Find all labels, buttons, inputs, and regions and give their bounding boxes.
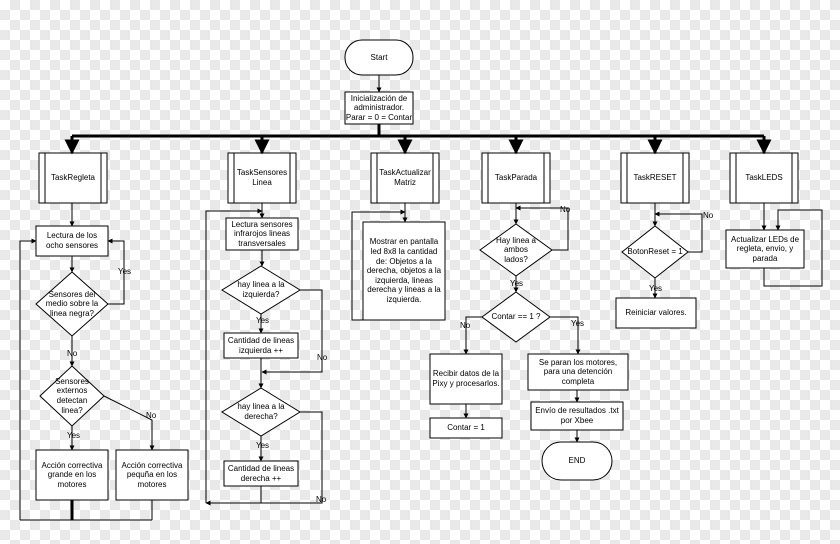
edge-izquierda-no (261, 289, 323, 375)
edge-boton-no-loop (654, 211, 703, 253)
task-reset-box (620, 152, 690, 204)
reiniciar-box (615, 297, 697, 329)
init-box (344, 91, 414, 125)
edge-externos-no-pequena (103, 395, 155, 451)
dec-ambos-diamond (479, 223, 553, 277)
contar-1-box (429, 417, 503, 439)
edge-sensores-return (205, 208, 263, 503)
edge-derecha-no (205, 411, 323, 506)
lectura-ocho-box (35, 225, 109, 257)
task-sensores-box (227, 152, 297, 204)
task-parada-box (481, 152, 551, 204)
start-terminator (344, 39, 414, 76)
edge-ambos-no-loop (515, 205, 569, 251)
cant-izq-box (223, 332, 299, 359)
dec-medio-diamond (35, 271, 109, 337)
dec-derecha-diamond (221, 387, 301, 437)
actualizar-leds-box (725, 229, 805, 269)
end-terminator (541, 441, 613, 481)
dec-contar-diamond (481, 291, 551, 343)
edge-contar-no (463, 316, 482, 355)
envio-box (530, 401, 624, 431)
dec-izquierda-diamond (221, 265, 301, 315)
dec-externos-diamond (39, 365, 105, 427)
dec-boton-diamond (621, 225, 689, 279)
edge-contar-yes (550, 316, 581, 355)
recibir-box (429, 353, 503, 405)
task-regleta-box (38, 152, 108, 204)
accion-pequena-box (115, 449, 189, 501)
task-actualizar-box (370, 152, 440, 204)
accion-grande-box (35, 449, 109, 501)
edge-regleta-return (19, 238, 37, 520)
edge-mostrar-loop (351, 209, 406, 321)
cant-der-box (223, 460, 299, 487)
lectura-infra-box (225, 217, 299, 251)
paran-box (527, 353, 629, 391)
edge-medio-yes-loop (107, 238, 125, 305)
mostrar-box (362, 221, 446, 321)
task-leds-box (729, 152, 799, 204)
edge-leds-loop (763, 209, 823, 287)
